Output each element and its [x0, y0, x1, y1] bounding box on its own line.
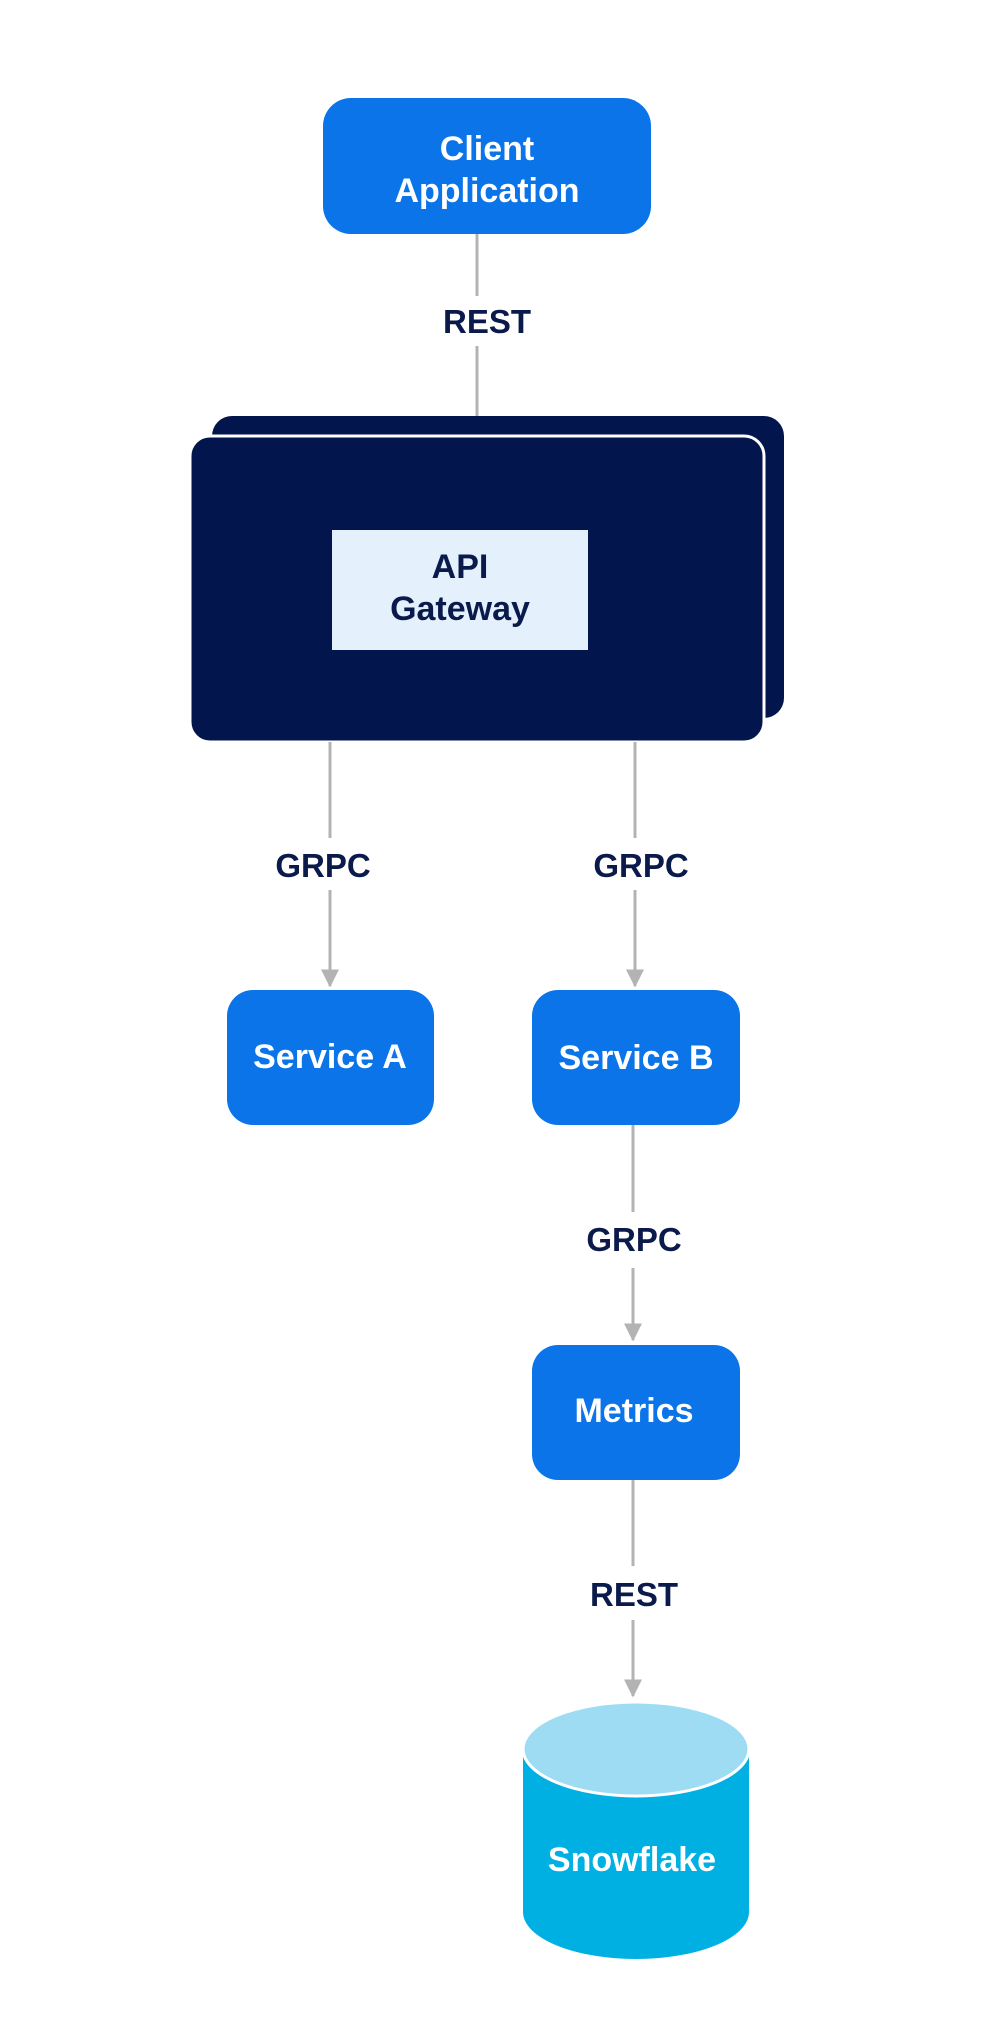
service-b-label: Service B [559, 1039, 714, 1077]
api-gateway-label-line2: Gateway [390, 590, 530, 628]
edge-label-grpc: GRPC [275, 847, 370, 884]
edge-service-b-to-metrics: GRPC [586, 1125, 682, 1342]
service-a-box [227, 990, 434, 1125]
edge-label-grpc: GRPC [593, 847, 688, 884]
edge-label-rest: REST [443, 303, 531, 340]
api-gateway-node: API Gateway [188, 416, 784, 744]
snowflake-database-node: Snowflake [521, 1700, 751, 1959]
edge-metrics-to-snowflake: REST [590, 1480, 678, 1698]
edge-gateway-to-service-b: GRPC [593, 742, 689, 988]
service-b-box [532, 990, 740, 1125]
snowflake-label: Snowflake [548, 1841, 716, 1879]
service-a-label: Service A [253, 1038, 407, 1076]
edge-label-rest: REST [590, 1576, 678, 1613]
api-gateway-inner-box [332, 530, 588, 650]
database-cylinder-top [521, 1700, 751, 1798]
service-b-node: Service B [532, 990, 740, 1125]
client-application-label-line2: Application [394, 172, 579, 210]
client-application-box [323, 98, 651, 234]
metrics-node: Metrics [532, 1345, 740, 1480]
metrics-box [532, 1345, 740, 1480]
edge-gateway-to-service-a: GRPC [275, 742, 371, 988]
client-application-label-line1: Client [440, 130, 534, 168]
metrics-label: Metrics [574, 1392, 693, 1430]
edge-client-to-gateway: REST [443, 234, 531, 442]
api-gateway-label-line1: API [432, 548, 489, 586]
service-a-node: Service A [227, 990, 434, 1125]
database-cylinder-icon [523, 1749, 749, 1959]
client-application-node: Client Application [323, 98, 651, 234]
edge-label-grpc: GRPC [586, 1221, 681, 1258]
